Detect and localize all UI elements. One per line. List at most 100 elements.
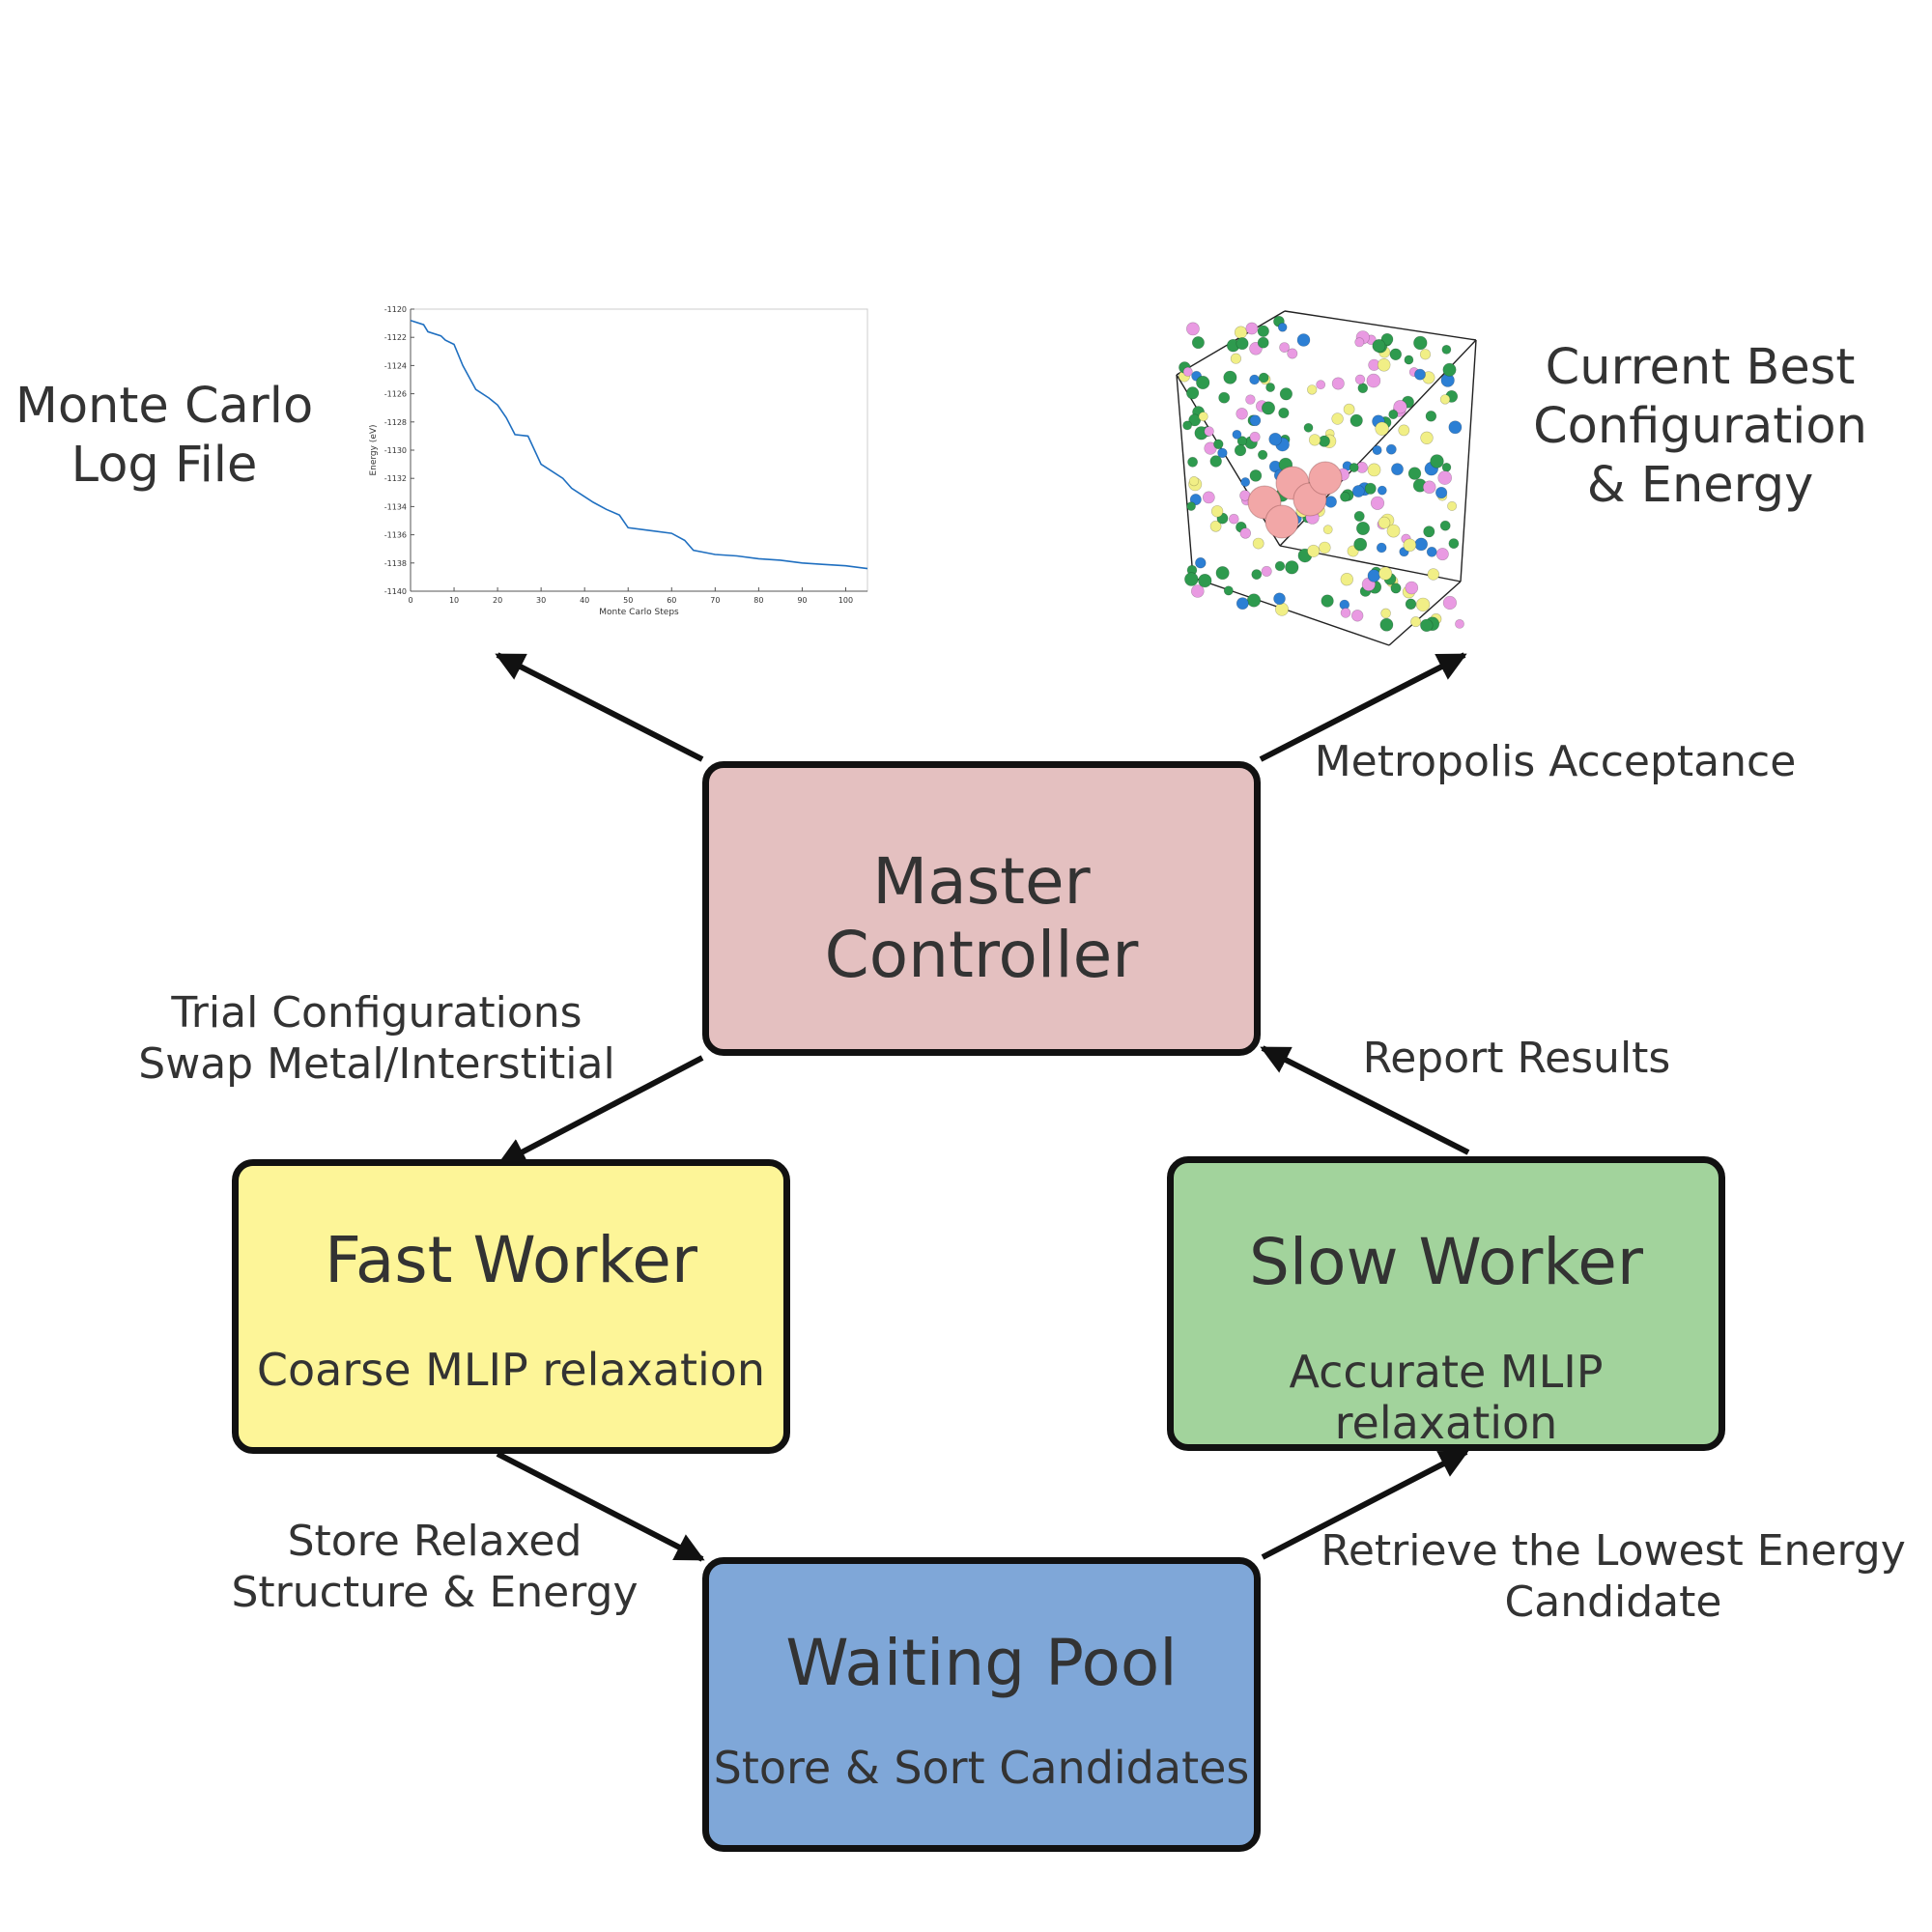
- atom-small: [1245, 322, 1259, 335]
- y-tick-label: -1120: [384, 305, 407, 314]
- atom-small: [1204, 426, 1214, 437]
- atom-large: [1264, 504, 1299, 539]
- x-tick-label: 50: [623, 596, 633, 605]
- atom-small: [1356, 521, 1371, 535]
- atom-small: [1258, 372, 1269, 384]
- atom-small: [1370, 496, 1385, 510]
- atom-small: [1196, 375, 1210, 390]
- atom-small: [1448, 538, 1460, 549]
- atom-small: [1198, 573, 1212, 588]
- atom-small: [1442, 362, 1457, 377]
- atom-small: [1375, 421, 1389, 436]
- y-tick-label: -1134: [384, 502, 407, 511]
- atom-small: [1390, 582, 1402, 594]
- store-relaxed-label: Store Relaxed Structure & Energy: [213, 1517, 657, 1619]
- atom-small: [1439, 520, 1451, 531]
- arrow-master-to-log: [495, 652, 704, 762]
- atom-small: [1439, 394, 1451, 405]
- atom-small: [1349, 463, 1359, 472]
- atom-small: [1184, 572, 1199, 586]
- atom-small: [1437, 470, 1452, 485]
- atom-small: [1186, 322, 1200, 336]
- atom-small: [1236, 408, 1248, 420]
- atom-small: [1423, 526, 1435, 538]
- atom-small: [1287, 348, 1298, 359]
- atom-small: [1198, 412, 1208, 422]
- waiting-pool-subtitle: Store & Sort Candidates: [713, 1742, 1250, 1794]
- atom-small: [1236, 597, 1249, 611]
- atom-small: [1430, 454, 1444, 469]
- atom-small: [1398, 424, 1410, 437]
- atom-small: [1251, 569, 1263, 580]
- atom-small: [1331, 377, 1345, 390]
- atom-small: [1405, 598, 1417, 610]
- atom-small: [1308, 434, 1321, 446]
- atom-small: [1353, 510, 1365, 522]
- report-results-label: Report Results: [1362, 1034, 1671, 1083]
- cube-edge: [1176, 374, 1194, 579]
- y-tick-label: -1132: [384, 474, 407, 483]
- y-tick-label: -1130: [384, 446, 407, 455]
- atom-small: [1182, 366, 1193, 377]
- atom-small: [1324, 496, 1337, 508]
- atom-small: [1367, 463, 1381, 477]
- atom-small: [1273, 592, 1286, 606]
- atom-small: [1420, 618, 1434, 633]
- atom-small: [1234, 444, 1247, 457]
- arrow-fast-to-pool: [496, 1451, 705, 1562]
- atom-small: [1191, 584, 1205, 598]
- atom-small: [1265, 383, 1275, 392]
- atom-small: [1268, 432, 1282, 446]
- atom-small: [1245, 394, 1256, 405]
- y-tick-label: -1136: [384, 531, 407, 540]
- atom-small: [1380, 608, 1391, 619]
- atom-small: [1405, 581, 1419, 595]
- atom-small: [1403, 538, 1417, 553]
- energy-series-line: [410, 319, 868, 570]
- atom-small: [1367, 569, 1381, 582]
- atom-small: [1414, 537, 1428, 552]
- atom-small: [1262, 401, 1276, 415]
- atom-small: [1322, 525, 1333, 535]
- waiting-pool-box: Waiting Pool Store & Sort Candidates: [702, 1557, 1261, 1852]
- arrow-pool-to-slow: [1261, 1449, 1469, 1560]
- atom-small: [1274, 560, 1286, 572]
- atom-small: [1372, 444, 1382, 455]
- atom-small: [1234, 326, 1248, 339]
- atom-small: [1209, 520, 1222, 532]
- log-file-label: Monte Carlo Log File: [10, 377, 319, 495]
- atom-small: [1447, 500, 1458, 511]
- atom-small: [1188, 476, 1200, 487]
- retrieve-lowest-label: Retrieve the Lowest Energy Candidate: [1314, 1526, 1913, 1629]
- atom-small: [1357, 383, 1369, 394]
- atom-small: [1379, 617, 1394, 632]
- atom-small: [1246, 593, 1262, 608]
- atom-small: [1354, 337, 1365, 348]
- atom-small: [1426, 546, 1437, 557]
- atom-small: [1232, 429, 1242, 440]
- y-tick-label: -1138: [384, 559, 407, 568]
- atom-small: [1239, 527, 1252, 539]
- atom-small: [1230, 353, 1241, 364]
- arrow-slow-to-master: [1260, 1045, 1470, 1155]
- atom-small: [1279, 342, 1290, 353]
- atom-small: [1316, 380, 1326, 390]
- x-tick-label: 10: [449, 596, 459, 605]
- y-tick-label: -1128: [384, 418, 407, 427]
- atom-small: [1422, 480, 1436, 495]
- atom-small: [1366, 373, 1381, 388]
- atom-small: [1257, 449, 1268, 460]
- y-tick-label: -1140: [384, 587, 407, 596]
- atom-small: [1350, 413, 1363, 427]
- retrieve-lowest-label-line1: Retrieve the Lowest Energy: [1321, 1526, 1906, 1576]
- atom-large: [1308, 461, 1343, 496]
- atom-small: [1340, 572, 1354, 586]
- master-title-line2: Controller: [824, 917, 1139, 992]
- atom-small: [1410, 616, 1422, 628]
- trial-config-label: Trial Configurations Swap Metal/Intersti…: [106, 988, 647, 1091]
- atom-small: [1303, 422, 1314, 433]
- atom-small: [1415, 597, 1431, 612]
- atom-small: [1393, 400, 1407, 414]
